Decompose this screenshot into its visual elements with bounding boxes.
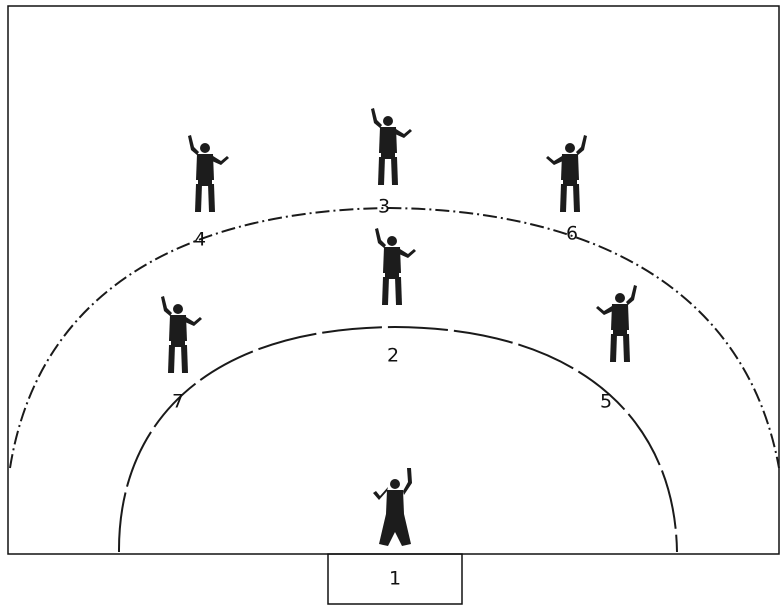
dancer-figure-2 <box>375 228 416 305</box>
label-position-5: 5 <box>600 391 612 413</box>
label-position-7: 7 <box>172 391 184 413</box>
label-position-1: 1 <box>389 568 401 590</box>
label-position-6: 6 <box>566 223 578 245</box>
dancer-figure-4 <box>188 135 229 212</box>
label-position-2: 2 <box>387 345 399 367</box>
dancer-figure-3 <box>371 108 412 185</box>
label-position-4: 4 <box>194 229 206 251</box>
dancer-figure-5 <box>596 285 637 362</box>
dancer-figure-6 <box>546 135 587 212</box>
dancer-figure-7 <box>161 296 202 373</box>
dancer-figure-1 <box>373 468 412 546</box>
label-position-3: 3 <box>378 196 390 218</box>
